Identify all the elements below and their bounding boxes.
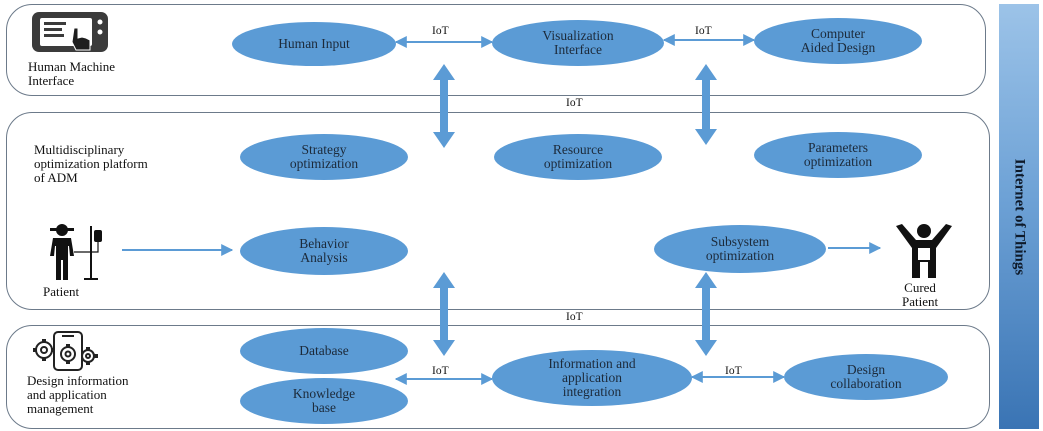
node-resource-optimization: Resource optimization bbox=[494, 134, 662, 180]
vertical-arrows bbox=[433, 64, 717, 356]
patient-iv-icon bbox=[50, 224, 102, 280]
patient-label: Patient bbox=[43, 284, 80, 299]
node-design-collaboration: Design collaboration bbox=[784, 354, 948, 400]
node-parameters-optimization: Parameters optimization bbox=[754, 132, 922, 178]
node-knowledge-base: Knowledge base bbox=[240, 378, 408, 424]
iot-label-mid-lower: IoT bbox=[566, 311, 583, 323]
iot-side-bar: Internet of Things bbox=[999, 4, 1039, 429]
touchscreen-icon bbox=[32, 12, 108, 52]
node-strategy-optimization: Strategy optimization bbox=[240, 134, 408, 180]
node-database: Database bbox=[240, 328, 408, 374]
optimization-platform-label: Multidisciplinary optimization platform … bbox=[34, 142, 148, 185]
hmi-label: Human Machine Interface bbox=[28, 59, 116, 88]
cured-patient-label: Cured Patient bbox=[902, 280, 939, 309]
iot-label-bottom-right: IoT bbox=[725, 365, 742, 377]
iot-label-top-left: IoT bbox=[432, 25, 449, 37]
node-human-input: Human Input bbox=[232, 22, 396, 66]
cured-patient-icon bbox=[896, 224, 952, 278]
node-information-integration: Information and application integration bbox=[492, 350, 692, 406]
node-behavior-analysis: Behavior Analysis bbox=[240, 227, 408, 275]
node-computer-aided-design: Computer Aided Design bbox=[754, 18, 922, 64]
iot-label-bottom-left: IoT bbox=[432, 365, 449, 377]
iot-label-top-right: IoT bbox=[695, 25, 712, 37]
design-info-label: Design information and application manag… bbox=[27, 373, 129, 416]
gears-phone-icon bbox=[33, 331, 98, 371]
node-visualization-interface: Visualization Interface bbox=[492, 20, 664, 66]
node-subsystem-optimization: Subsystem optimization bbox=[654, 225, 826, 273]
iot-label-mid-upper: IoT bbox=[566, 97, 583, 109]
